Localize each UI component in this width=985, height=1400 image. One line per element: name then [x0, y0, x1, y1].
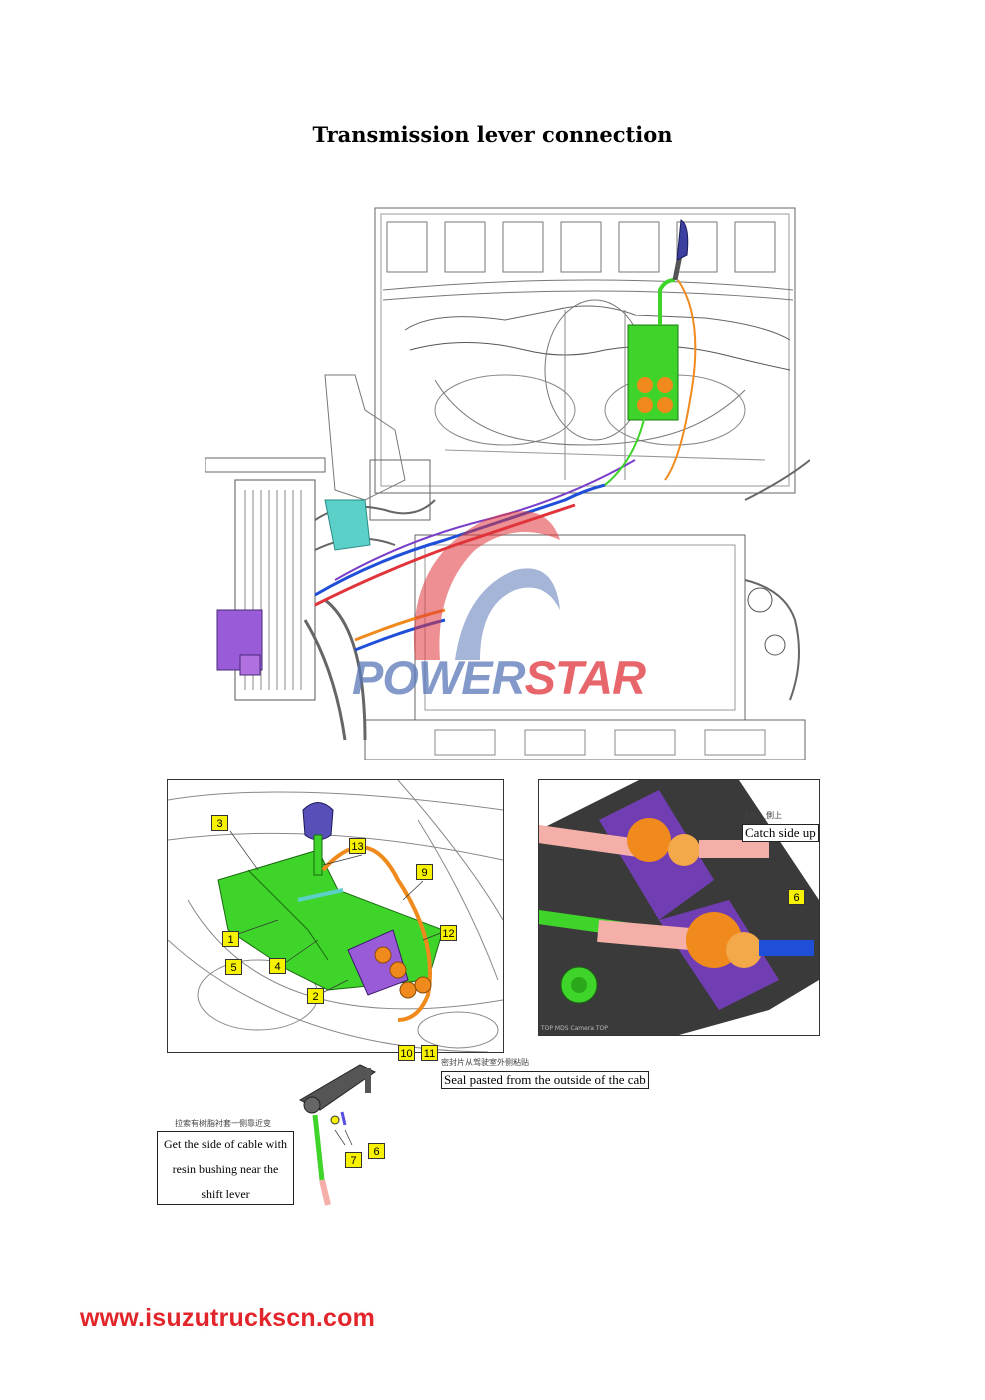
cable-catch-detail-panel: 止め＿側上 Catch side up 6 TOP MDS Camera TOP — [538, 779, 820, 1036]
cable-side-line-3: shift lever — [201, 1187, 250, 1201]
shifter-detail-illustration — [168, 780, 503, 1052]
part-tag-10: 10 — [398, 1045, 415, 1061]
catch-side-chinese-label: 止め＿側上 — [742, 811, 782, 820]
part-tag-3: 3 — [211, 815, 228, 831]
part-tag-5: 5 — [225, 959, 242, 975]
cable-side-label: Get the side of cable with resin bushing… — [157, 1131, 294, 1205]
cable-side-line-2: resin bushing near the — [172, 1162, 279, 1176]
footer-website-link[interactable]: www.isuzutruckscn.com — [80, 1304, 376, 1332]
part-tag-7: 7 — [345, 1152, 362, 1168]
cable-catch-illustration — [539, 780, 819, 1035]
part-tag-9: 9 — [416, 864, 433, 880]
part-tag-4: 4 — [269, 958, 286, 974]
part-tag-6: 6 — [788, 889, 805, 905]
catch-side-up-label: Catch side up — [742, 824, 819, 842]
part-tag-1: 1 — [222, 931, 239, 947]
powerstar-logo-swoosh — [413, 511, 560, 660]
cable-bracket-illustration — [298, 1064, 377, 1206]
cable-side-chinese-label: 拉索有树脂衬套一侧靠近变 — [175, 1119, 271, 1128]
part-tag-12: 12 — [440, 925, 457, 941]
part-tag-6-bracket: 6 — [368, 1143, 385, 1159]
shifter-detail-panel: 3 13 9 12 1 5 4 2 — [167, 779, 504, 1053]
page-title: Transmission lever connection — [312, 122, 673, 147]
cable-side-line-1: Get the side of cable with — [164, 1137, 287, 1151]
seal-chinese-label: 密封片从驾驶室外侧粘贴 — [441, 1058, 529, 1067]
main-assembly-drawing — [204, 200, 811, 761]
part-tag-2: 2 — [307, 988, 324, 1004]
part-tag-13: 13 — [349, 838, 366, 854]
engine-bay-illustration — [204, 207, 811, 761]
camera-label: TOP MDS Camera TOP — [541, 1025, 608, 1032]
part-tag-11: 11 — [421, 1045, 438, 1061]
powerstar-watermark: POWERSTAR — [352, 651, 646, 704]
seal-pasted-label: Seal pasted from the outside of the cab — [441, 1071, 649, 1089]
